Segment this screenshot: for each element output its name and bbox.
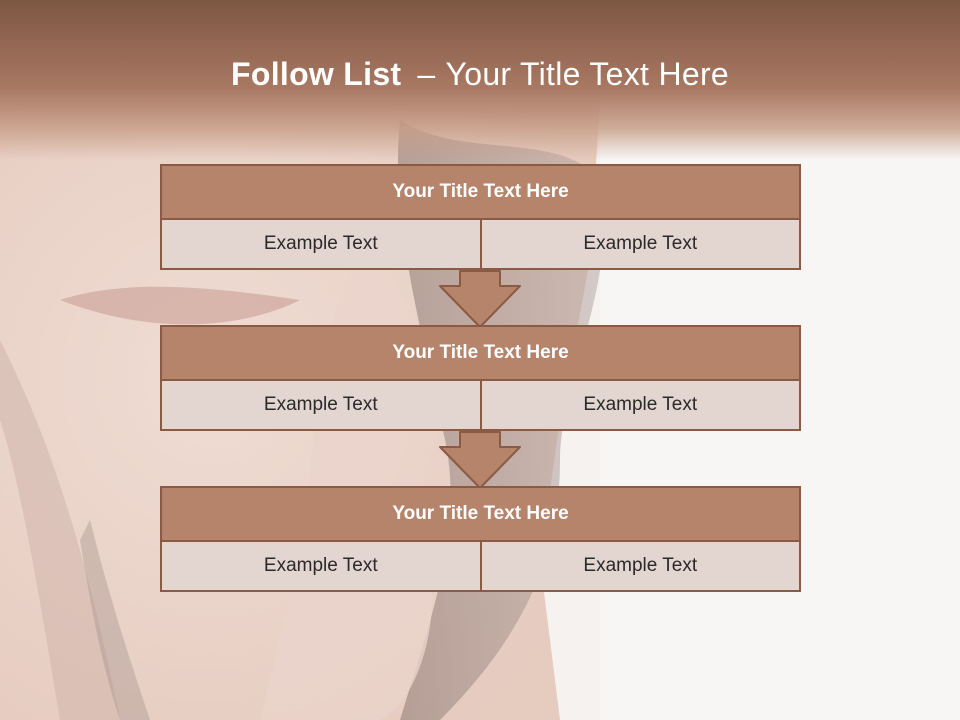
- list-block-2: Your Title Text Here Example Text Exampl…: [160, 325, 801, 431]
- down-arrow-icon: [439, 270, 521, 328]
- block-title: Your Title Text Here: [160, 486, 801, 542]
- block-title: Your Title Text Here: [160, 325, 801, 381]
- title-rest: Your Title Text Here: [445, 56, 729, 92]
- block-cell-left: Example Text: [162, 542, 480, 590]
- block-row: Example Text Example Text: [160, 542, 801, 592]
- title-dash: –: [417, 56, 436, 92]
- title-bold: Follow List: [231, 56, 402, 92]
- block-title: Your Title Text Here: [160, 164, 801, 220]
- block-cell-left: Example Text: [162, 381, 480, 429]
- title-band: [0, 0, 960, 160]
- down-arrow-icon: [439, 431, 521, 489]
- list-block-1: Your Title Text Here Example Text Exampl…: [160, 164, 801, 270]
- block-row: Example Text Example Text: [160, 381, 801, 431]
- block-cell-right: Example Text: [479, 542, 799, 590]
- block-cell-right: Example Text: [479, 381, 799, 429]
- block-cell-left: Example Text: [162, 220, 480, 268]
- list-block-3: Your Title Text Here Example Text Exampl…: [160, 486, 801, 592]
- slide-title: Follow List–Your Title Text Here: [0, 56, 960, 93]
- block-row: Example Text Example Text: [160, 220, 801, 270]
- block-cell-right: Example Text: [479, 220, 799, 268]
